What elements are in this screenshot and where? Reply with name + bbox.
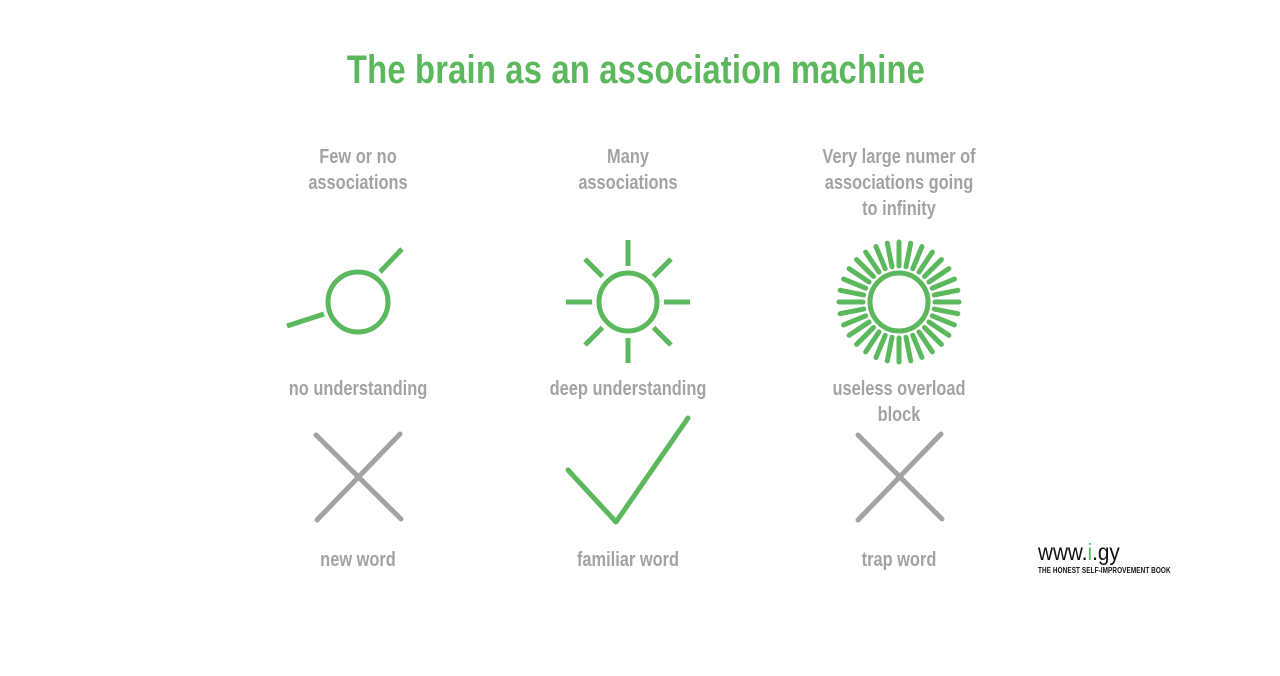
column-few-associations: Few or no associations no understanding … — [228, 0, 488, 676]
ray — [837, 287, 867, 298]
diagram-title: The brain as an association machine — [346, 48, 926, 92]
understanding-label: deep understanding — [549, 378, 707, 400]
ray — [910, 332, 925, 360]
cross-icon — [313, 431, 404, 523]
ray — [837, 306, 867, 317]
word-label: familiar word — [576, 549, 680, 571]
ray — [863, 249, 882, 275]
ray — [921, 324, 944, 347]
brand-tagline: THE HONEST SELF-IMPROVEMENT BOOK — [1038, 566, 1171, 575]
brand-accent: i — [1087, 539, 1093, 565]
ray — [916, 329, 935, 355]
word-label: trap word — [861, 549, 937, 571]
ray — [926, 266, 952, 285]
cross-icon — [855, 431, 945, 523]
ray — [841, 276, 869, 291]
ray — [903, 240, 914, 270]
ray — [921, 257, 944, 280]
ray — [903, 334, 914, 364]
ray — [931, 306, 961, 317]
ray — [863, 329, 882, 355]
ray — [854, 257, 877, 280]
column-heading: Very large numer of associations going t… — [822, 146, 976, 220]
column-infinite-associations: Very large numer of associations going t… — [769, 0, 1029, 676]
ray — [884, 334, 895, 364]
ray — [854, 324, 877, 347]
sun-with-dense-rays-icon — [836, 239, 962, 365]
word-label: new word — [320, 549, 396, 571]
column-many-associations: Many associations deep understanding fam… — [498, 0, 758, 676]
ray — [846, 266, 872, 285]
brand-prefix: www. — [1038, 539, 1088, 565]
ray — [910, 244, 925, 272]
checkmark-icon — [565, 415, 691, 525]
ray — [929, 276, 957, 291]
understanding-label: no understanding — [288, 378, 428, 400]
ray — [929, 313, 957, 328]
sun-with-eight-rays-icon — [566, 240, 690, 363]
brand-suffix: .gy — [1092, 539, 1120, 565]
column-heading: Few or no associations — [308, 146, 408, 194]
ray — [916, 249, 935, 275]
brand-url: www.i.gy — [1038, 538, 1164, 566]
column-heading: Many associations — [578, 146, 678, 194]
understanding-label: useless overload block — [832, 378, 966, 426]
ray — [846, 319, 872, 338]
brand-logo: www.i.gy THE HONEST SELF-IMPROVEMENT BOO… — [1038, 538, 1178, 575]
ray — [926, 319, 952, 338]
ray — [873, 244, 888, 272]
ray — [931, 287, 961, 298]
circle-with-two-rays-icon — [286, 247, 404, 335]
ray — [884, 240, 895, 270]
ray — [873, 332, 888, 360]
ray — [841, 313, 869, 328]
